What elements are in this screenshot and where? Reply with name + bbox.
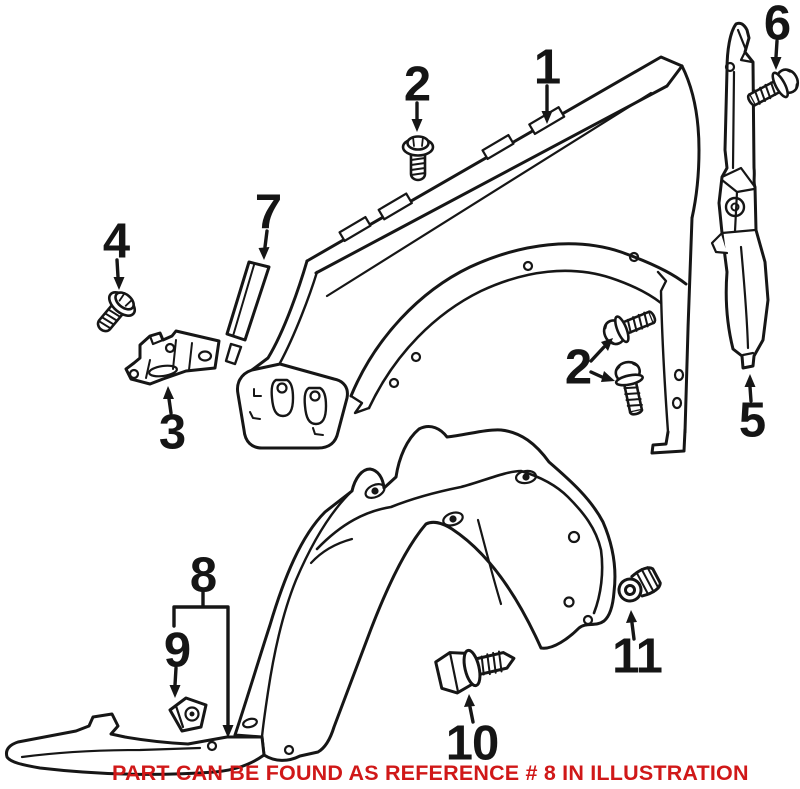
callout-3: 3 <box>158 405 186 460</box>
bolt-4-icon <box>87 284 142 341</box>
callout-2-top: 2 <box>403 57 431 112</box>
front-fender-illustration <box>236 55 701 455</box>
mud-flap-illustration <box>5 712 266 776</box>
fender-liner-illustration <box>233 425 617 762</box>
fender-mount-tab <box>338 215 372 243</box>
callout-10: 10 <box>445 716 500 771</box>
callout-11: 11 <box>612 629 663 684</box>
fender-mount-tab <box>377 192 413 221</box>
pillar-reinforcement-illustration <box>710 21 770 370</box>
caption-text: PART CAN BE FOUND AS REFERENCE # 8 IN IL… <box>112 761 749 785</box>
u-nut-clip-illustration <box>168 696 208 733</box>
bolt-2-lower-icon <box>610 358 652 419</box>
liner-screw-boss <box>364 469 538 527</box>
bolt-2-top-icon <box>401 135 435 182</box>
callout-6: 6 <box>763 0 791 51</box>
callout-1: 1 <box>533 40 561 95</box>
molding-strip-illustration <box>224 260 271 366</box>
leader-arrows <box>113 39 782 738</box>
grommet-nut-11-icon <box>617 566 662 603</box>
support-bracket-illustration <box>124 329 221 386</box>
callout-5: 5 <box>738 393 766 448</box>
callout-2-side: 2 <box>564 340 592 395</box>
callout-9: 9 <box>163 623 191 678</box>
callout-4: 4 <box>102 214 130 269</box>
callout-7: 7 <box>254 185 282 240</box>
callout-8: 8 <box>189 548 217 603</box>
fender-mount-tab <box>481 133 515 161</box>
bolt-10-icon <box>434 648 516 695</box>
